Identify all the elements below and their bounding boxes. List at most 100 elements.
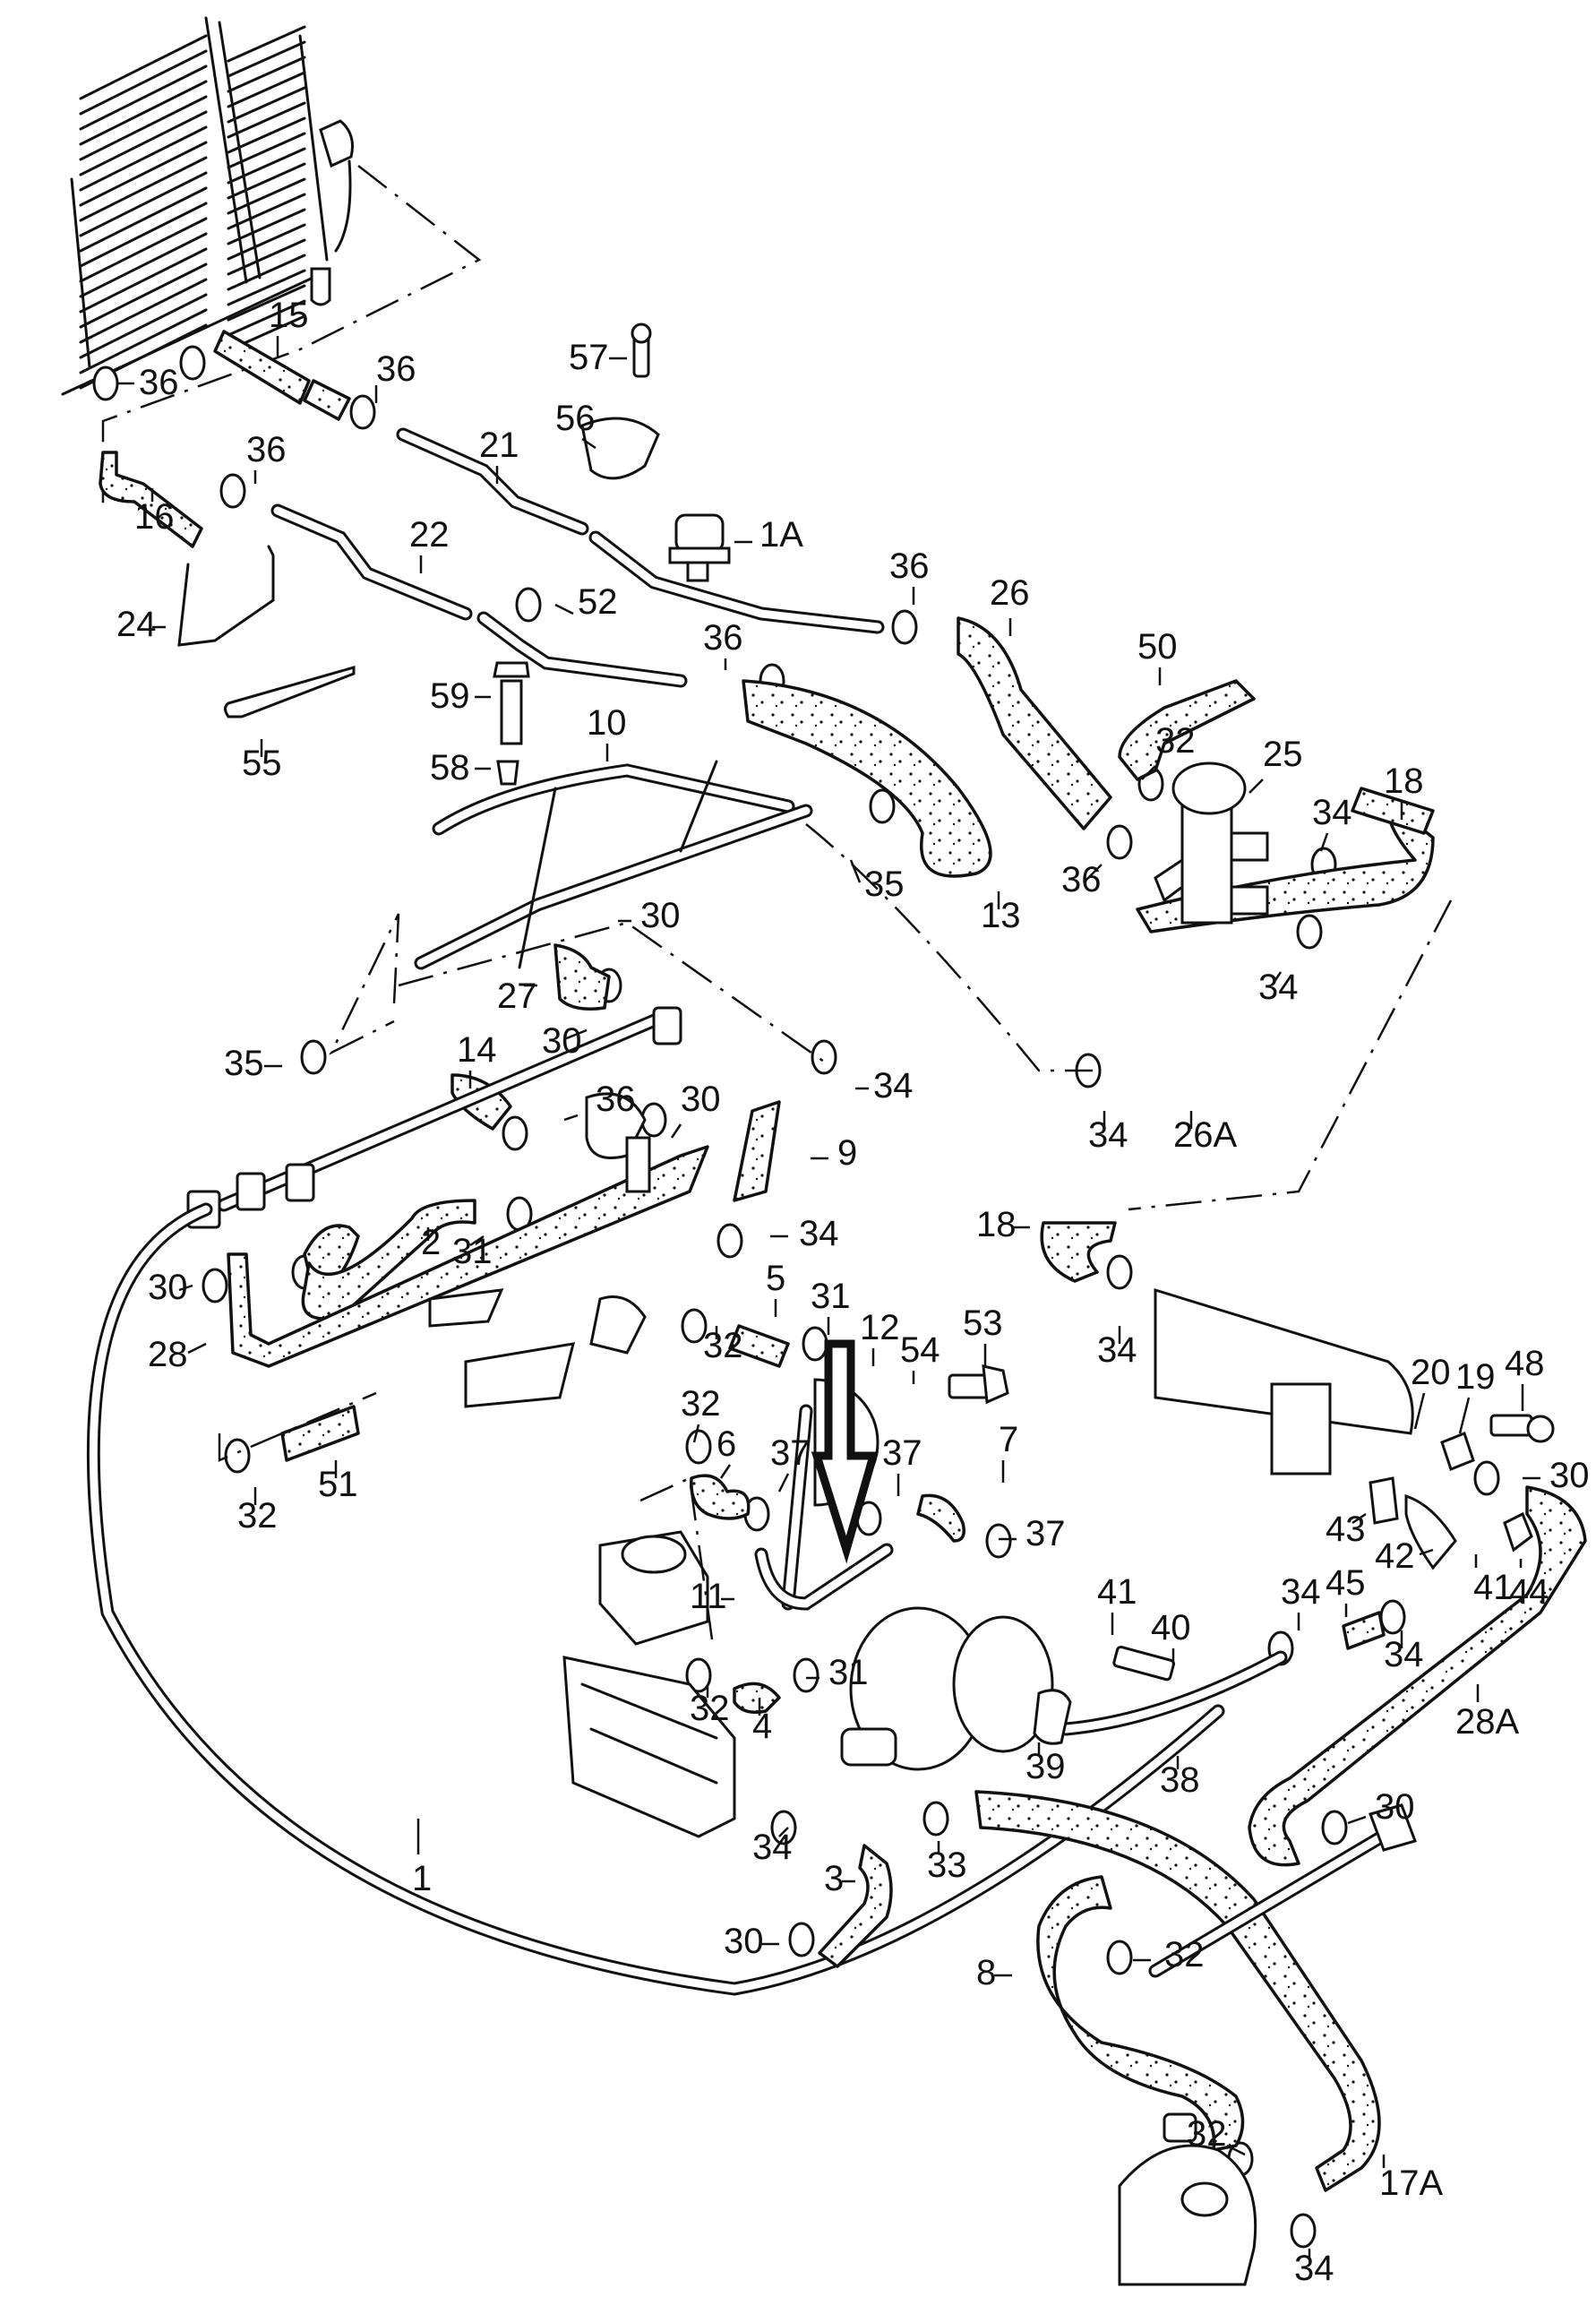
hose-45[interactable] [1342, 1611, 1386, 1650]
hose-clamp[interactable] [1379, 1599, 1406, 1635]
callout-label-30f: 30 [1375, 1787, 1415, 1827]
callout-label-30a: 30 [640, 896, 681, 935]
hose-6[interactable] [690, 1474, 751, 1520]
hose-8[interactable] [1036, 1875, 1245, 2152]
callout-label-34f: 34 [1097, 1330, 1137, 1370]
tee-fitting-1 [186, 1163, 315, 1229]
hose-clamp[interactable] [811, 1039, 837, 1075]
hose-clamp[interactable] [685, 1657, 712, 1693]
hose-51[interactable] [280, 1405, 360, 1462]
connection-19[interactable] [1440, 1432, 1475, 1471]
nut-44[interactable] [1503, 1511, 1533, 1553]
hose-26[interactable] [957, 616, 1112, 830]
leader-line [187, 1342, 207, 1355]
cable-tie-55[interactable] [224, 666, 356, 718]
hose-clamp[interactable] [1321, 1810, 1348, 1845]
callout-label-31c: 31 [828, 1653, 869, 1692]
hose-9[interactable] [733, 1100, 781, 1202]
leader-line [1351, 1512, 1367, 1525]
callout-label-6: 6 [716, 1424, 736, 1464]
hose-clamp[interactable] [716, 1223, 743, 1259]
gasket-39[interactable] [1033, 1689, 1072, 1745]
hose-16[interactable] [99, 451, 203, 548]
hose-clamp[interactable] [793, 1657, 819, 1693]
hose-15[interactable] [213, 330, 311, 405]
hose-13[interactable] [742, 679, 992, 878]
hose-28[interactable] [227, 1145, 709, 1368]
callout-label-57: 57 [569, 338, 609, 377]
hose-clamp[interactable] [1106, 824, 1133, 860]
hose-2[interactable] [301, 1199, 476, 1321]
hose-4[interactable] [733, 1682, 781, 1714]
hose-clamp[interactable] [869, 788, 896, 824]
callout-label-28: 28 [148, 1335, 188, 1374]
hose-clamp[interactable] [1473, 1460, 1500, 1496]
hose-clamp[interactable] [802, 1326, 828, 1362]
hose-50[interactable] [1118, 679, 1256, 781]
callout-label-13: 13 [981, 896, 1021, 935]
bolt-53[interactable] [948, 1364, 1009, 1405]
hose-clamp[interactable] [179, 345, 206, 381]
hose-7[interactable] [916, 1493, 965, 1543]
hose-18-lower[interactable] [1040, 1221, 1117, 1283]
hose-3[interactable] [818, 1844, 893, 1968]
screw-57[interactable] [631, 323, 652, 378]
hose-clamp[interactable] [349, 394, 376, 430]
hose-clamp[interactable] [681, 1308, 708, 1344]
leader-line [1083, 864, 1103, 883]
hose-clamp[interactable] [891, 609, 918, 645]
grommet-58[interactable] [496, 760, 519, 786]
stud-48[interactable] [1489, 1414, 1555, 1443]
hose-18-upper[interactable] [1351, 787, 1435, 835]
callout-label-32c: 32 [681, 1384, 721, 1424]
bracket-24[interactable] [177, 545, 275, 647]
callout-label-36c: 36 [246, 430, 287, 469]
callout-label-30e: 30 [1549, 1456, 1590, 1495]
callout-label-4: 4 [752, 1707, 772, 1746]
hose-clamp[interactable] [92, 366, 119, 401]
hose-clamp[interactable] [202, 1268, 228, 1303]
hose-clamp[interactable] [219, 473, 246, 509]
callout-label-41b: 41 [1097, 1572, 1137, 1612]
radiator [61, 16, 354, 396]
callout-label-32g: 32 [1187, 2114, 1227, 2154]
hose-clamp[interactable] [922, 1801, 949, 1837]
callout-label-7: 7 [999, 1420, 1018, 1459]
bolt-59[interactable] [493, 661, 530, 745]
hose-clamp[interactable] [502, 1115, 528, 1151]
hose-clamp[interactable] [985, 1523, 1012, 1559]
callout-label-27: 27 [497, 976, 537, 1016]
gasket-43[interactable] [1369, 1476, 1399, 1525]
clip-1A[interactable] [668, 513, 731, 582]
highlight-arrow-icon [811, 1339, 879, 1564]
hose-clamp[interactable] [300, 1039, 327, 1075]
hose-clamp[interactable] [1296, 914, 1323, 950]
hose-clamp[interactable] [770, 1810, 797, 1845]
callout-label-9: 9 [837, 1133, 857, 1173]
fluid-reservoir [598, 1530, 709, 1646]
hose-17A[interactable] [974, 1790, 1381, 2192]
callout-label-24: 24 [116, 605, 157, 644]
hose-clamp[interactable] [685, 1429, 712, 1465]
callout-label-25: 25 [1263, 735, 1303, 774]
leader-line [1226, 2144, 1246, 2156]
thermostat-housing [585, 1092, 651, 1193]
clamp-56[interactable] [580, 417, 660, 480]
hose-clamp[interactable] [1106, 1940, 1133, 1975]
leader-line [563, 1114, 579, 1122]
distributor-25[interactable] [1154, 761, 1269, 925]
callout-label-36g: 36 [596, 1080, 636, 1119]
leader-line [1458, 1397, 1471, 1434]
hose-28A[interactable] [1248, 1485, 1587, 1867]
callout-label-37b: 37 [882, 1433, 922, 1473]
leader-line [469, 1235, 485, 1247]
elbow-42[interactable] [1404, 1493, 1457, 1570]
hose-clamp[interactable] [515, 587, 542, 623]
hose-5[interactable] [728, 1324, 790, 1368]
hose-clamp[interactable] [1290, 2213, 1317, 2249]
hose-27[interactable] [553, 943, 611, 1011]
hose-clamp[interactable] [224, 1438, 251, 1474]
hose-clamp[interactable] [788, 1922, 815, 1957]
hose-clamp[interactable] [1106, 1254, 1133, 1290]
bolt-40[interactable] [1112, 1645, 1175, 1682]
